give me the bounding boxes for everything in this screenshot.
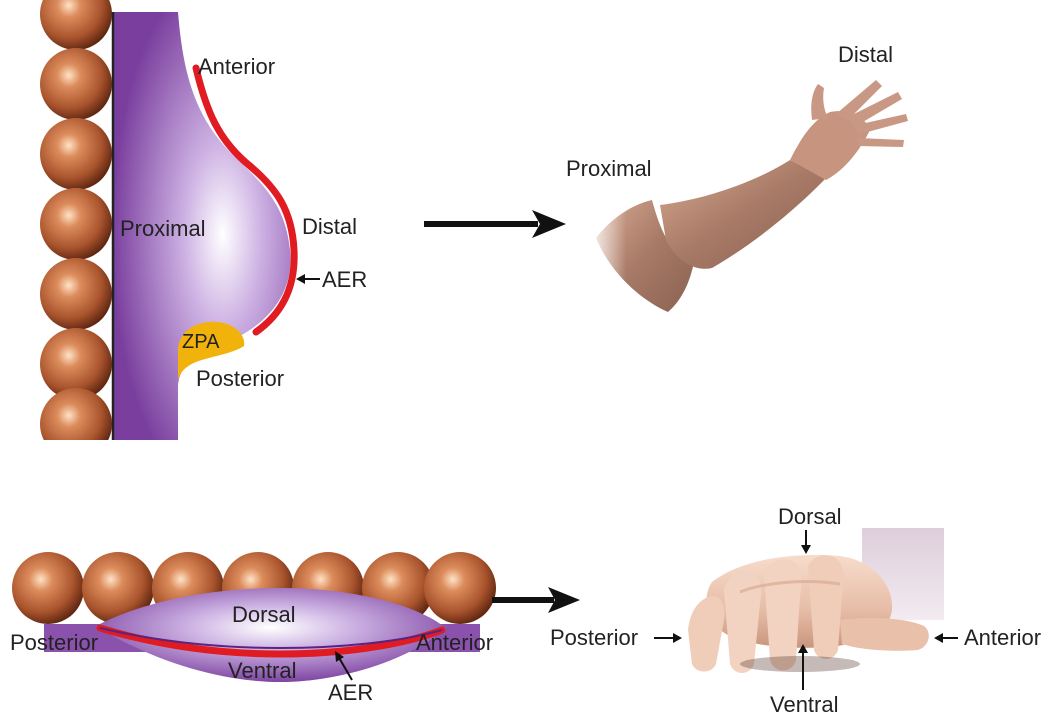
label-aer: AER (322, 267, 367, 292)
label-bottom-ventral: Ventral (228, 658, 297, 683)
label-bottom-anterior: Anterior (416, 630, 493, 655)
hand-illustration: Dorsal Posterior Anterior Ventral (550, 504, 1041, 717)
somite (40, 188, 112, 260)
somite (40, 0, 112, 50)
label-hand-anterior: Anterior (964, 625, 1041, 650)
transition-arrow-top (424, 210, 566, 238)
label-proximal: Proximal (120, 216, 206, 241)
label-hand-posterior: Posterior (550, 625, 638, 650)
anterior-pointer-head (934, 633, 943, 643)
label-anterior: Anterior (198, 54, 275, 79)
finger-middle (764, 559, 802, 670)
forearm (660, 160, 826, 269)
label-hand-dorsal: Dorsal (778, 504, 842, 529)
top-limb-bud-group: Anterior Proximal Distal AER ZPA Posteri… (0, 0, 367, 480)
hand-shadow (740, 656, 860, 672)
somite (424, 552, 496, 624)
label-bottom-dorsal: Dorsal (232, 602, 296, 627)
label-distal: Distal (302, 214, 357, 239)
somite (40, 118, 112, 190)
finger-little (688, 596, 725, 672)
aer-pointer-head (296, 274, 305, 284)
label-hand-ventral: Ventral (770, 692, 839, 717)
transition-arrow-bottom (492, 587, 580, 613)
somite (40, 48, 112, 120)
bottom-limb-bud-group: Posterior Dorsal Ventral Anterior AER (0, 540, 496, 705)
label-posterior: Posterior (196, 366, 284, 391)
finger (858, 138, 904, 147)
dorsal-pointer-head (801, 545, 811, 554)
label-bottom-posterior: Posterior (10, 630, 98, 655)
adult-arm-illustration: Proximal Distal (566, 42, 908, 312)
somite (40, 258, 112, 330)
thumb (811, 84, 828, 120)
posterior-pointer-head (673, 633, 682, 643)
label-bottom-aer: AER (328, 680, 373, 705)
label-arm-proximal: Proximal (566, 156, 652, 181)
thumb (840, 618, 929, 651)
label-zpa: ZPA (182, 331, 220, 353)
label-arm-distal: Distal (838, 42, 893, 67)
